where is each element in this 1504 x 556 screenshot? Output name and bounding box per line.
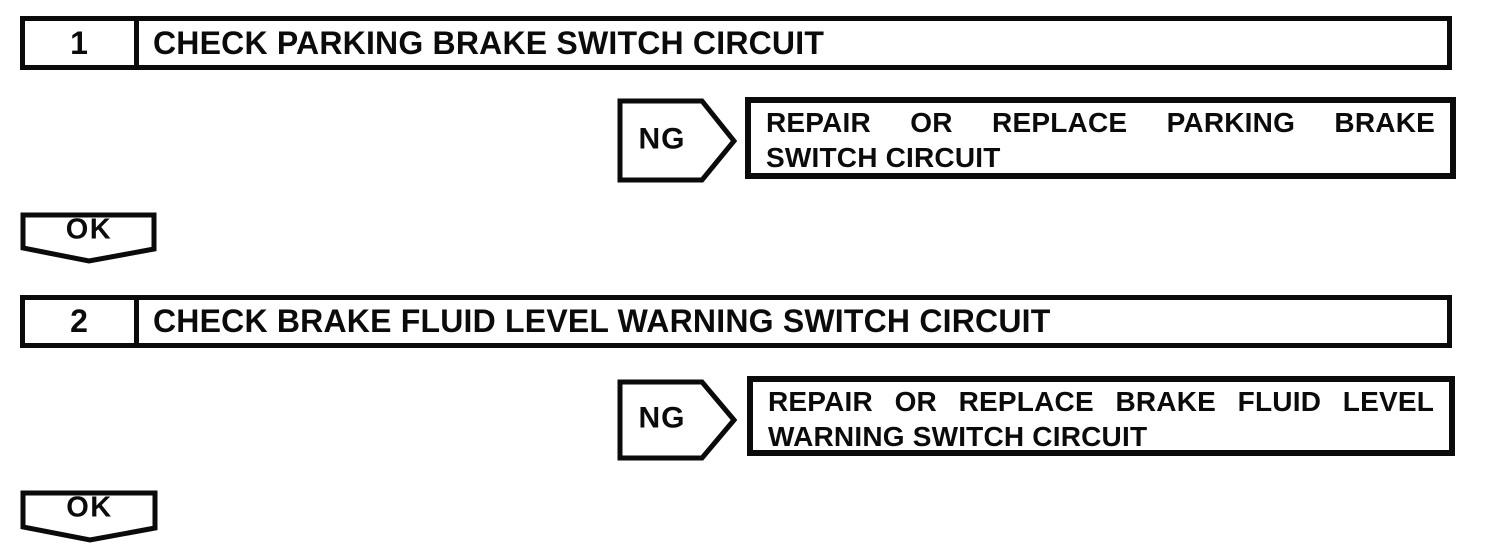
- step-1-ng-action-box: REPAIR OR REPLACE PARKING BRAKE SWITCH C…: [745, 97, 1456, 179]
- step-2-ng-label: NG: [638, 401, 686, 435]
- step-2-ok-label: OK: [66, 491, 113, 524]
- step-1-header: 1 CHECK PARKING BRAKE SWITCH CIRCUIT: [20, 16, 1452, 70]
- action-line-2: WARNING SWITCH CIRCUIT: [768, 421, 1148, 452]
- step-2-ng-action-box: REPAIR OR REPLACE BRAKE FLUID LEVEL WARN…: [747, 376, 1455, 456]
- action-line-2: SWITCH CIRCUIT: [766, 142, 1001, 173]
- action-line-1: REPAIR OR REPLACE BRAKE FLUID LEVEL: [768, 386, 1434, 417]
- action-line-1: REPAIR OR REPLACE PARKING BRAKE: [766, 107, 1435, 138]
- ok-pointer-shape: [20, 490, 158, 543]
- step-2-number: 2: [25, 300, 139, 343]
- step-2-ng-connector: NG: [617, 379, 737, 461]
- step-1-ok-connector: OK: [20, 212, 158, 265]
- ng-pointer-shape: [617, 379, 737, 461]
- step-1-number: 1: [25, 21, 139, 65]
- step-2-ok-connector: OK: [20, 490, 159, 544]
- ok-pointer-shape: [20, 212, 157, 264]
- step-1-ok-label: OK: [65, 213, 113, 246]
- step-1-title: CHECK PARKING BRAKE SWITCH CIRCUIT: [153, 24, 825, 61]
- step-1-ng-connector: NG: [617, 98, 737, 183]
- step-1-ng-label: NG: [638, 122, 686, 156]
- step-2-title: CHECK BRAKE FLUID LEVEL WARNING SWITCH C…: [153, 303, 1051, 339]
- step-2-header: 2 CHECK BRAKE FLUID LEVEL WARNING SWITCH…: [20, 295, 1452, 348]
- ng-pointer-shape: [617, 98, 737, 183]
